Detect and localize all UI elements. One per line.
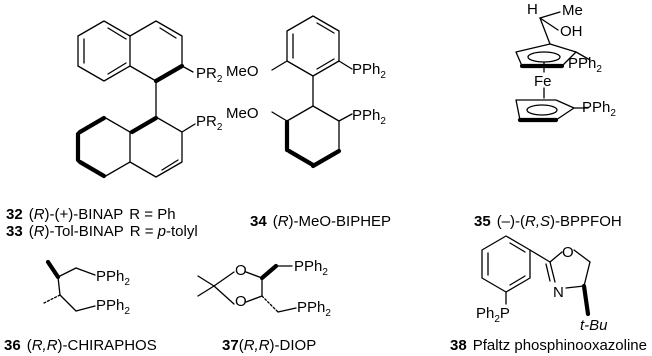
meobiphep-lower-phosphine-label: PPh2 xyxy=(352,107,386,127)
bppfoh-iron-label: Fe xyxy=(534,73,552,90)
meobiphep-structure xyxy=(271,15,353,169)
phox-structure xyxy=(481,235,591,317)
chiraphos-structure xyxy=(43,259,96,312)
phox-phosphine-label: Ph2P xyxy=(476,305,510,325)
bppfoh-hydrogen-label: H xyxy=(527,1,538,18)
meobiphep-lower-methoxy-label: MeO xyxy=(226,105,259,122)
caption-36: 36(R,R)-CHIRAPHOS xyxy=(4,337,157,354)
bppfoh-lower-phosphine-label: PPh2 xyxy=(582,99,616,119)
diop-structure xyxy=(197,263,297,313)
phox-tert-butyl-label: t-Bu xyxy=(580,317,608,334)
phox-oxygen-label: O xyxy=(562,244,574,261)
caption-37: 37(R,R)-DIOP xyxy=(222,337,316,354)
bppfoh-hydroxyl-label: OH xyxy=(560,23,583,40)
diop-lower-phosphine-label: PPh2 xyxy=(297,299,331,319)
binap-structure xyxy=(75,20,196,179)
phox-nitrogen-label: N xyxy=(553,284,564,301)
caption-35: 35(–)-(R,S)-BPPFOH xyxy=(474,213,622,230)
bppfoh-methyl-label: Me xyxy=(562,2,583,19)
chiraphos-upper-phosphine-label: PPh2 xyxy=(96,268,130,288)
meobiphep-upper-methoxy-label: MeO xyxy=(226,63,259,80)
chiraphos-lower-phosphine-label: PPh2 xyxy=(96,297,130,317)
caption-34: 34(R)-MeO-BIPHEP xyxy=(250,213,391,230)
bppfoh-structure xyxy=(515,11,591,123)
meobiphep-upper-phosphine-label: PPh2 xyxy=(352,61,386,81)
bppfoh-upper-phosphine-label: PPh2 xyxy=(568,55,602,75)
diop-upper-oxygen-label: O xyxy=(235,262,247,279)
binap-upper-phosphine-label: PR2 xyxy=(196,65,223,85)
diop-upper-phosphine-label: PPh2 xyxy=(294,258,328,278)
diop-lower-oxygen-label: O xyxy=(235,293,247,310)
binap-lower-phosphine-label: PR2 xyxy=(196,113,223,133)
